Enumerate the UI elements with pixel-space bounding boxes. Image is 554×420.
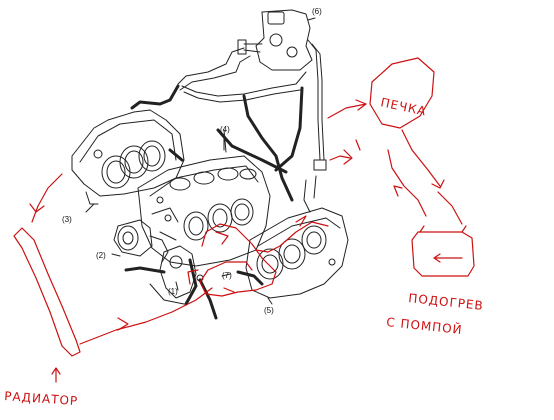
red-annotations <box>13 57 475 383</box>
label-part-6: (6) <box>312 7 322 16</box>
label-part-1: (1) <box>168 287 178 296</box>
water-pump-2 <box>113 219 169 263</box>
part-labels: (1) (2) (3) (4) (5) (6) (7) <box>62 7 322 315</box>
flow-from-pechka <box>329 149 353 165</box>
loop-over-block <box>199 223 277 297</box>
cylinder-head-3 <box>71 109 185 205</box>
pipe-black-9 <box>184 258 198 306</box>
pipe-black-5 <box>168 148 184 162</box>
pump-box <box>411 231 475 277</box>
pipe-black-6 <box>124 266 166 274</box>
hose-upper <box>177 47 245 85</box>
radiator-arrow <box>51 367 61 383</box>
flow-to-pechka <box>327 103 367 119</box>
pechka-blob <box>369 57 435 129</box>
label-part-3: (3) <box>62 215 72 224</box>
pipe-black-1 <box>130 84 180 110</box>
label-part-7: (7) <box>222 271 232 280</box>
label-part-5: (5) <box>264 306 274 315</box>
pipe-black-7 <box>198 278 218 320</box>
radiator-sketch <box>13 227 81 357</box>
label-part-2: (2) <box>96 251 106 260</box>
hose-right <box>307 39 321 161</box>
hose-middle <box>181 71 307 97</box>
label-pechka: ПЕЧКА <box>379 95 427 118</box>
flow-pechka-pump <box>401 129 445 189</box>
label-s-pompoy: С ПОМПОЙ <box>386 314 464 337</box>
flow-head-radiator <box>31 173 63 223</box>
pipe-black-3 <box>274 86 304 172</box>
throttle-body-6 <box>237 9 313 71</box>
engine-line-art <box>71 9 349 320</box>
label-radiator: РАДИАТОР <box>4 389 79 408</box>
pipe-black-8 <box>236 270 264 286</box>
flow-radiator-engine <box>79 287 213 345</box>
engine-block-4 <box>137 129 271 267</box>
label-part-4: (4) <box>220 125 230 134</box>
cylinder-head-5 <box>245 175 349 299</box>
pipe-black-2 <box>242 94 294 202</box>
hose-upper-2 <box>179 55 251 91</box>
lower-housing-1 <box>149 245 204 305</box>
label-podogrev: ПОДОГРЕВ <box>408 291 485 313</box>
pipe-black-4 <box>216 128 288 174</box>
